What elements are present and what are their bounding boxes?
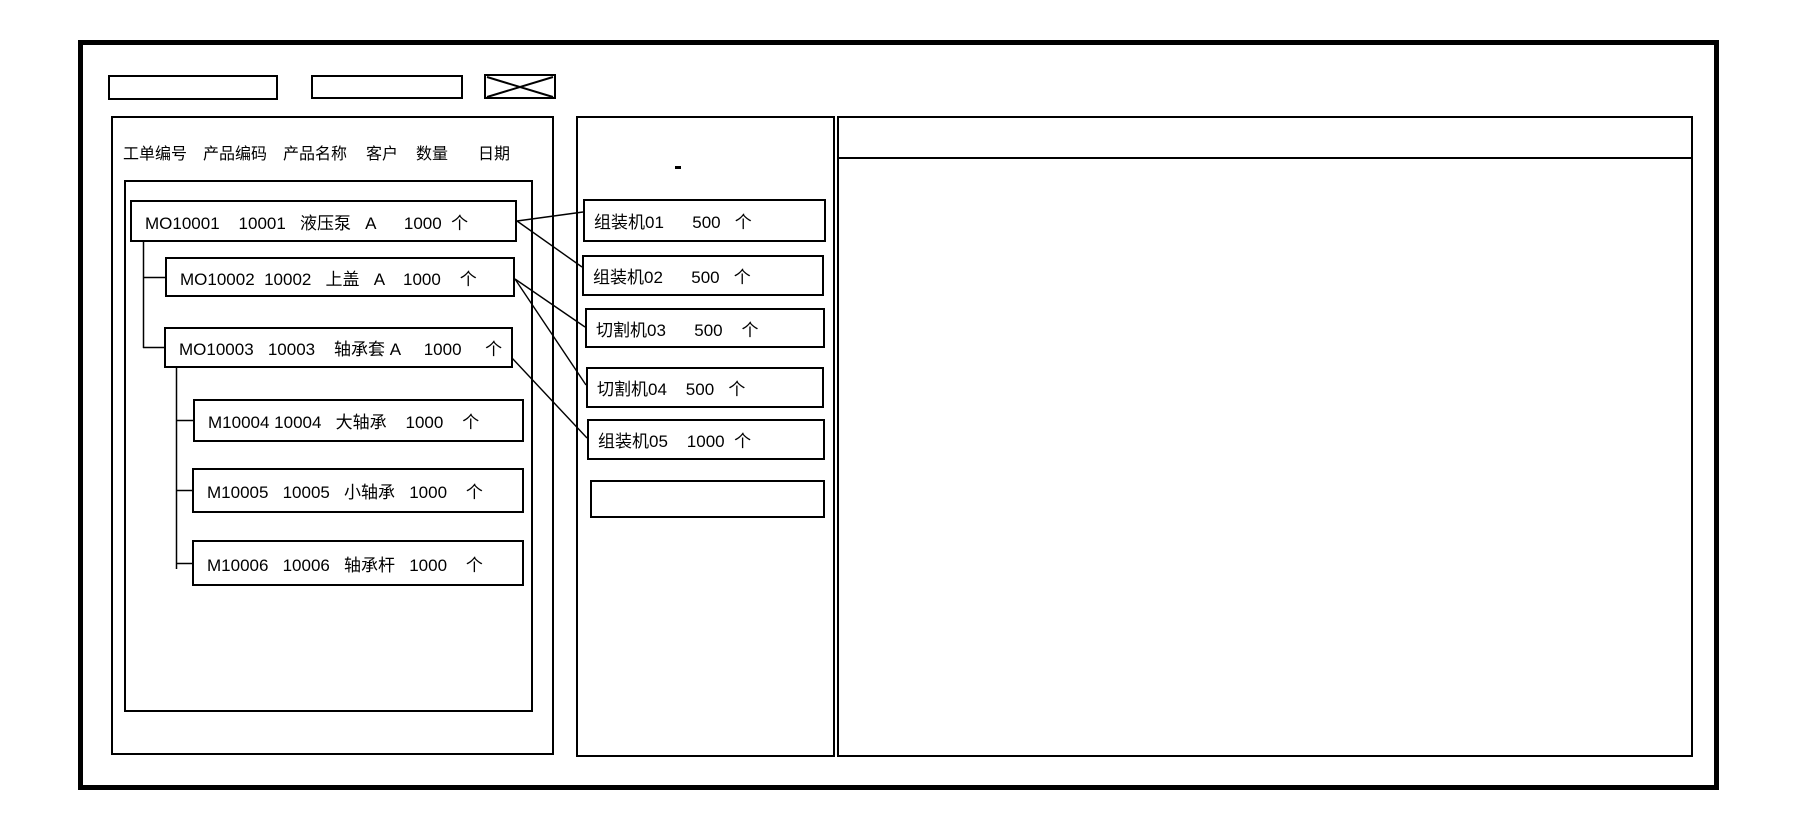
machine-row-qiegeji03[interactable]: 切割机03 500 个	[585, 308, 825, 348]
machine-row-zuzhuangji01[interactable]: 组装机01 500 个	[583, 199, 826, 242]
image-placeholder	[484, 74, 556, 99]
schedule-header-row	[837, 116, 1693, 159]
work-order-row-mo10001[interactable]: MO10001 10001 液压泵 A 1000 个	[130, 200, 517, 242]
dash-mark	[675, 166, 681, 169]
column-header-customer: 客户	[366, 146, 399, 163]
work-order-row-mo10003[interactable]: MO10003 10003 轴承套 A 1000 个	[164, 327, 513, 368]
search-input-2[interactable]	[311, 75, 463, 99]
column-header-product-code: 产品编码	[203, 146, 268, 163]
work-order-row-m10004[interactable]: M10004 10004 大轴承 1000 个	[193, 399, 524, 442]
work-order-row-mo10002[interactable]: MO10002 10002 上盖 A 1000 个	[165, 257, 515, 297]
column-header-date: 日期	[478, 146, 511, 163]
column-header-qty: 数量	[416, 146, 449, 163]
work-order-row-m10005[interactable]: M10005 10005 小轴承 1000 个	[192, 468, 524, 513]
machine-row-qiegeji04[interactable]: 切割机04 500 个	[586, 367, 824, 408]
work-order-row-m10006[interactable]: M10006 10006 轴承杆 1000 个	[192, 540, 524, 586]
schedule-body-area[interactable]	[839, 161, 1691, 755]
schedule-panel	[837, 116, 1693, 757]
machine-row-empty-slot[interactable]	[590, 480, 825, 518]
column-header-order-no: 工单编号	[123, 146, 188, 163]
search-input-1[interactable]	[108, 75, 278, 100]
column-header-product-name: 产品名称	[283, 146, 348, 163]
machine-row-zuzhuangji02[interactable]: 组装机02 500 个	[582, 255, 824, 296]
machine-row-zuzhuangji05[interactable]: 组装机05 1000 个	[587, 419, 825, 460]
